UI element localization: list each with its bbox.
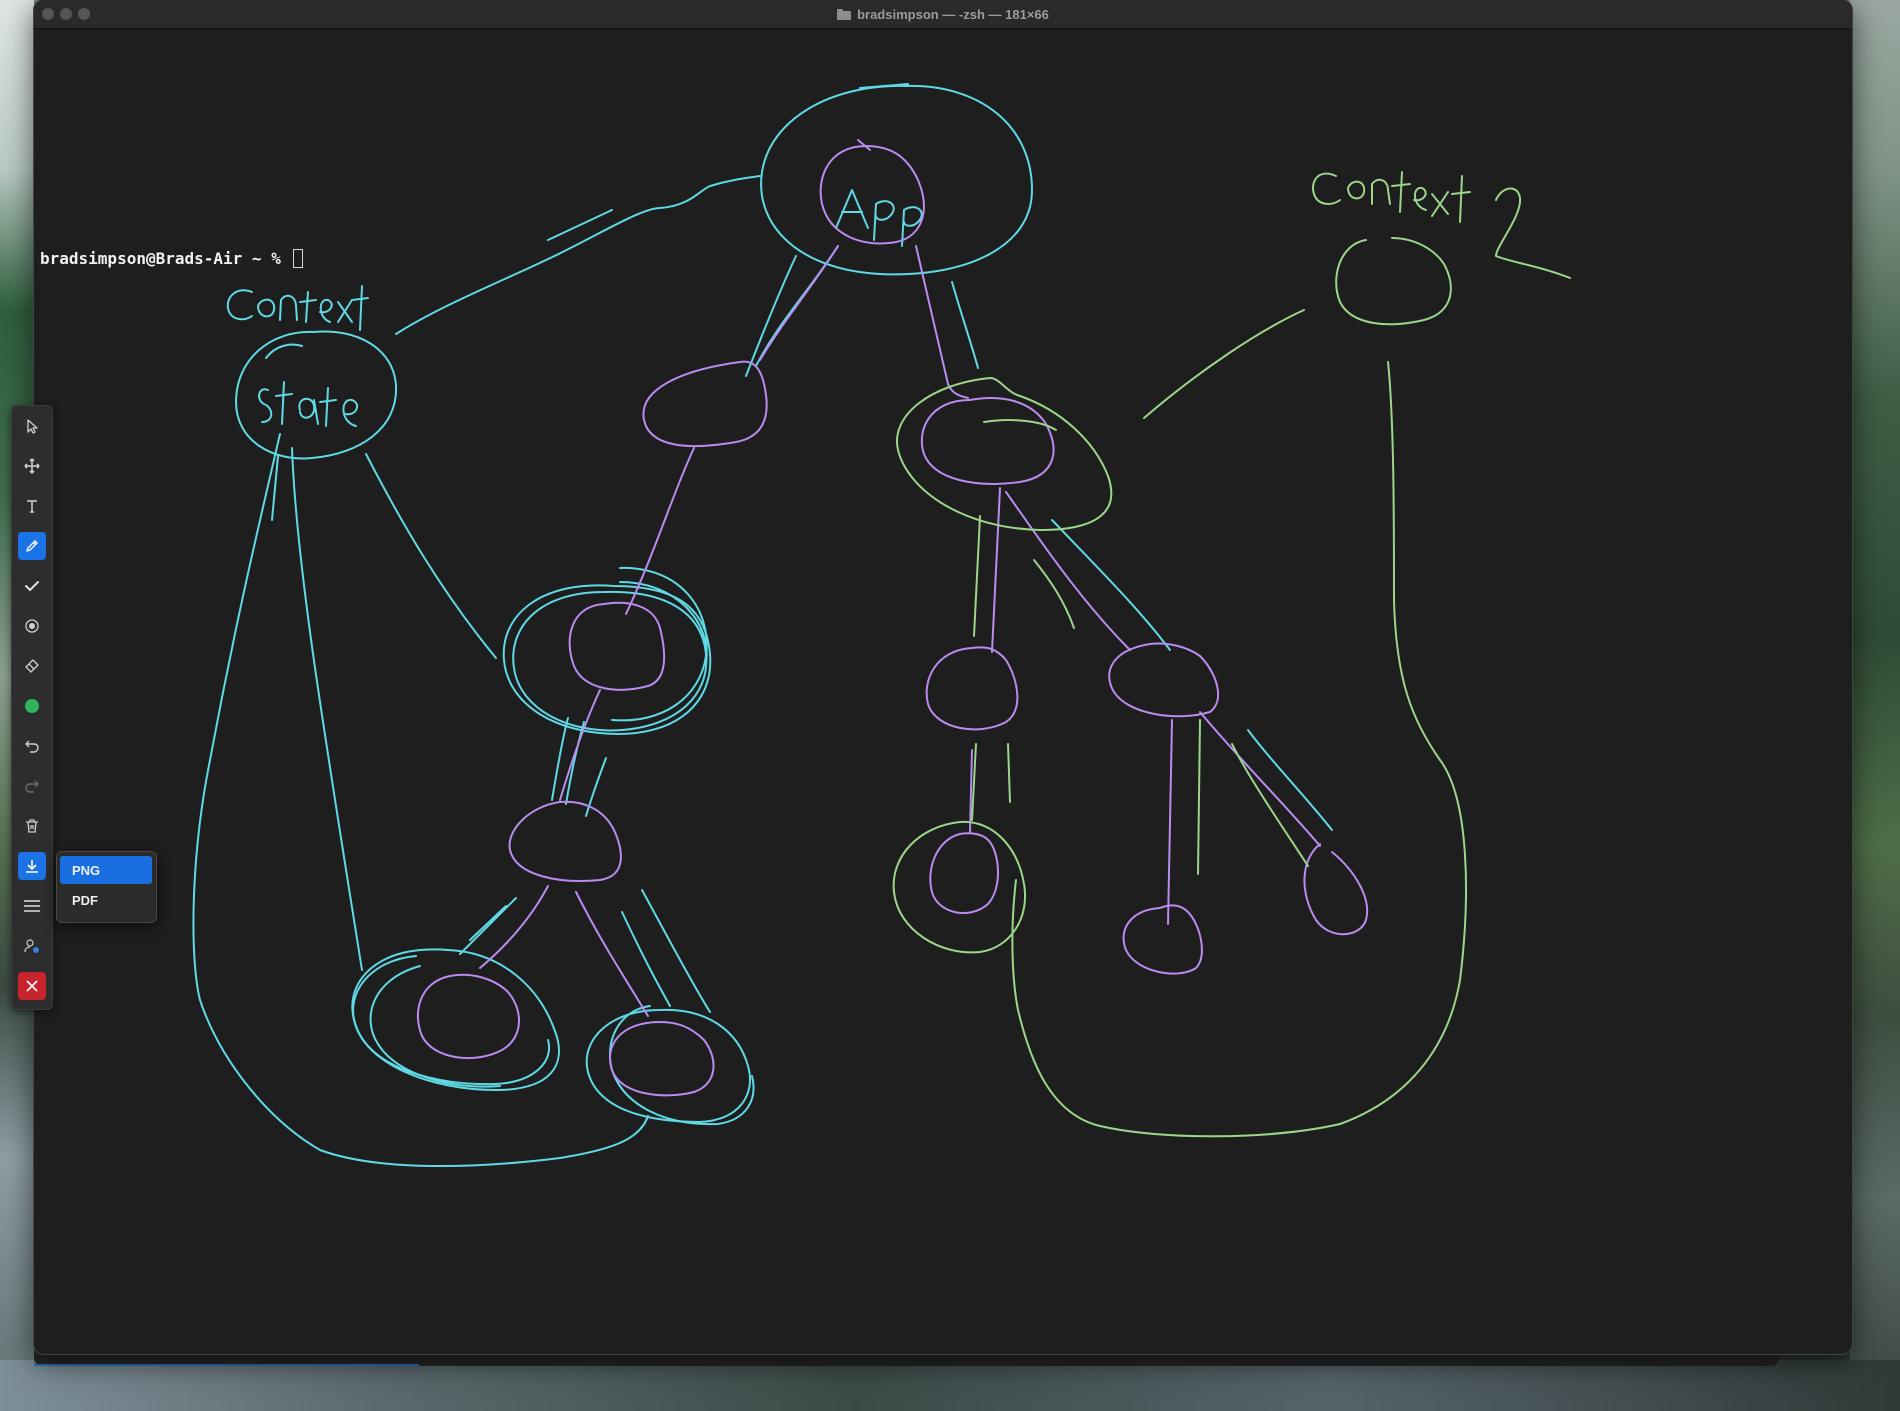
menu-icon	[24, 900, 40, 912]
move-tool-button[interactable]	[18, 452, 46, 480]
select-icon	[27, 419, 38, 434]
select-tool-button[interactable]	[18, 412, 46, 440]
shell-prompt[interactable]: bradsimpson@Brads-Air ~ %	[40, 249, 304, 268]
text-icon	[27, 500, 37, 513]
prompt-text: bradsimpson@Brads-Air ~ %	[40, 249, 291, 268]
window-title: bradsimpson — -zsh — 181×66	[34, 0, 1852, 28]
cyan-strokes	[192, 83, 1333, 1168]
export-png-option[interactable]: PNG	[60, 856, 152, 884]
desktop-wallpaper-right	[1850, 0, 1900, 1411]
folder-icon	[837, 8, 852, 20]
pen-icon	[26, 540, 38, 552]
eraser-tool-button[interactable]	[18, 652, 46, 680]
title-bar[interactable]: bradsimpson — -zsh — 181×66	[34, 0, 1852, 29]
close-window-icon[interactable]	[42, 8, 54, 20]
highlighter-tool-button[interactable]	[18, 612, 46, 640]
color-picker-button[interactable]	[18, 692, 46, 720]
redo-icon	[25, 780, 39, 793]
trash-icon	[26, 819, 38, 833]
eraser-icon	[25, 659, 39, 673]
scroll-indicator	[34, 1364, 419, 1366]
undo-button[interactable]	[18, 732, 46, 760]
zoom-window-icon[interactable]	[78, 8, 90, 20]
text-cursor	[293, 249, 304, 268]
download-button[interactable]	[18, 852, 46, 880]
check-icon	[25, 581, 39, 591]
minimize-window-icon[interactable]	[60, 8, 72, 20]
undo-icon	[25, 740, 39, 753]
desktop-wallpaper-bottom	[0, 1360, 1900, 1411]
user-settings-icon	[24, 939, 39, 953]
export-pdf-option[interactable]: PDF	[72, 892, 98, 908]
close-icon	[26, 980, 38, 992]
annotation-toolbar	[11, 405, 53, 1010]
move-icon	[24, 458, 40, 474]
redo-button[interactable]	[18, 772, 46, 800]
terminal-window[interactable]: bradsimpson — -zsh — 181×66 bradsimpson@…	[34, 0, 1852, 1354]
close-annotation-button[interactable]	[18, 972, 46, 1000]
window-title-text: bradsimpson — -zsh — 181×66	[857, 6, 1049, 22]
color-dot-icon	[25, 699, 39, 713]
clear-button[interactable]	[18, 812, 46, 840]
green-strokes	[892, 171, 1571, 1138]
download-icon	[26, 860, 38, 873]
text-tool-button[interactable]	[18, 492, 46, 520]
highlighter-icon	[25, 619, 39, 633]
check-tool-button[interactable]	[18, 572, 46, 600]
pen-tool-button[interactable]	[18, 532, 46, 560]
menu-button[interactable]	[18, 892, 46, 920]
export-format-menu: PNG PDF	[56, 851, 157, 923]
user-settings-button[interactable]	[18, 932, 46, 960]
purple-strokes	[416, 139, 1369, 1097]
